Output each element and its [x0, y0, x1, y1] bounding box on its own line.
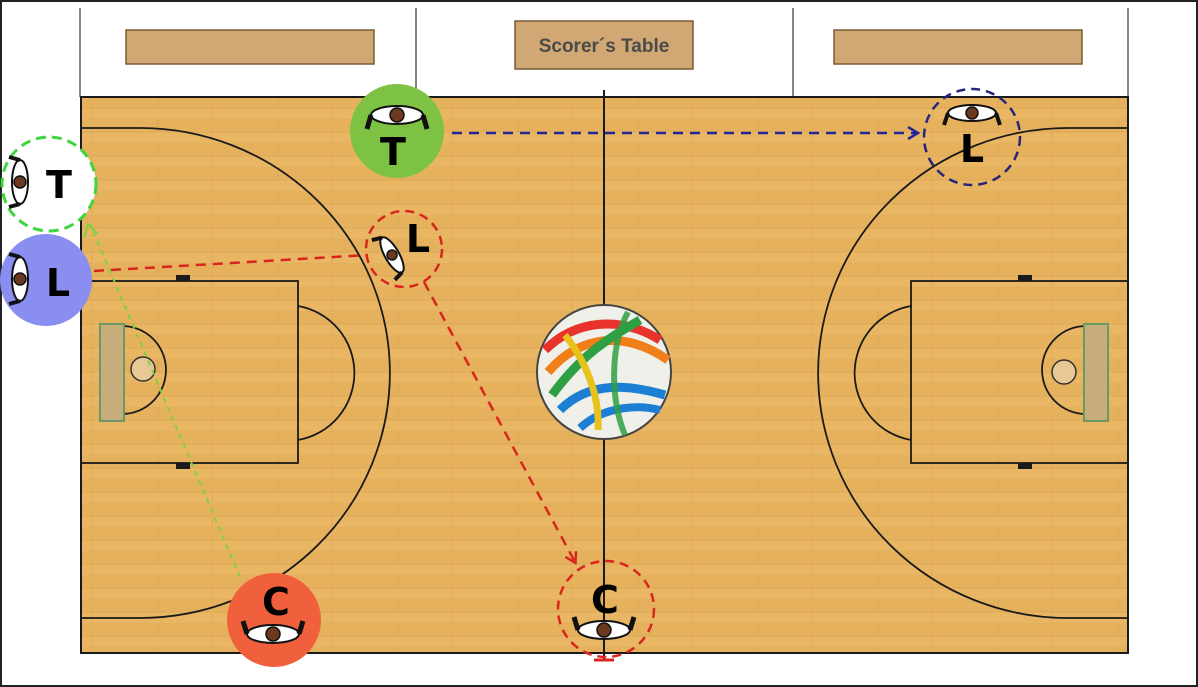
- right-three-point-line: [817, 127, 1128, 619]
- bench-area: Scorer´s Table: [79, 8, 1129, 97]
- left-free-throw-arc: [297, 305, 356, 441]
- referee-dashed-t[interactable]: T: [0, 135, 98, 233]
- referee-blue-l[interactable]: L: [0, 234, 92, 326]
- right-free-throw-arc: [853, 305, 912, 441]
- referee-figure-icon: [942, 104, 1002, 126]
- right-half-markings: [817, 127, 1129, 619]
- referee-dashed-c[interactable]: C: [556, 559, 656, 659]
- referee-letter: L: [960, 127, 984, 171]
- referee-navy-l[interactable]: L: [922, 87, 1022, 187]
- left-backboard: [99, 323, 125, 422]
- right-team-bench: [833, 29, 1083, 65]
- left-restricted-arc: [121, 325, 167, 415]
- basketball-logo: [536, 304, 672, 440]
- left-rim: [130, 356, 156, 382]
- referee-dashed-l[interactable]: L: [364, 209, 444, 289]
- right-backboard: [1083, 323, 1109, 422]
- arrow-c-to-t: [89, 223, 241, 578]
- movement-arrows: [83, 133, 917, 578]
- scorers-table: [514, 20, 694, 70]
- referee-letter: L: [406, 217, 430, 261]
- referee-green-t[interactable]: T: [350, 84, 444, 178]
- referee-letter: T: [46, 163, 72, 207]
- right-restricted-arc: [1041, 325, 1087, 415]
- referee-figure-icon: [371, 235, 405, 282]
- referee-figure-icon: [571, 616, 637, 640]
- referee-figure-icon: [8, 155, 29, 209]
- left-team-bench: [125, 29, 375, 65]
- referee-letter: L: [46, 261, 70, 305]
- referee-red-c[interactable]: C: [227, 573, 321, 667]
- right-rim: [1051, 359, 1077, 385]
- arrow-l-to-c: [422, 281, 575, 562]
- arrow-blue-to-l: [93, 253, 369, 273]
- referee-figure-icon: [364, 105, 430, 130]
- referee-figure-icon: [8, 252, 29, 306]
- scorers-table-label: Scorer´s Table: [539, 36, 670, 57]
- referee-letter: C: [591, 578, 619, 622]
- referee-letter: C: [262, 580, 290, 624]
- referee-letter: T: [380, 130, 406, 174]
- referee-figure-icon: [240, 620, 306, 644]
